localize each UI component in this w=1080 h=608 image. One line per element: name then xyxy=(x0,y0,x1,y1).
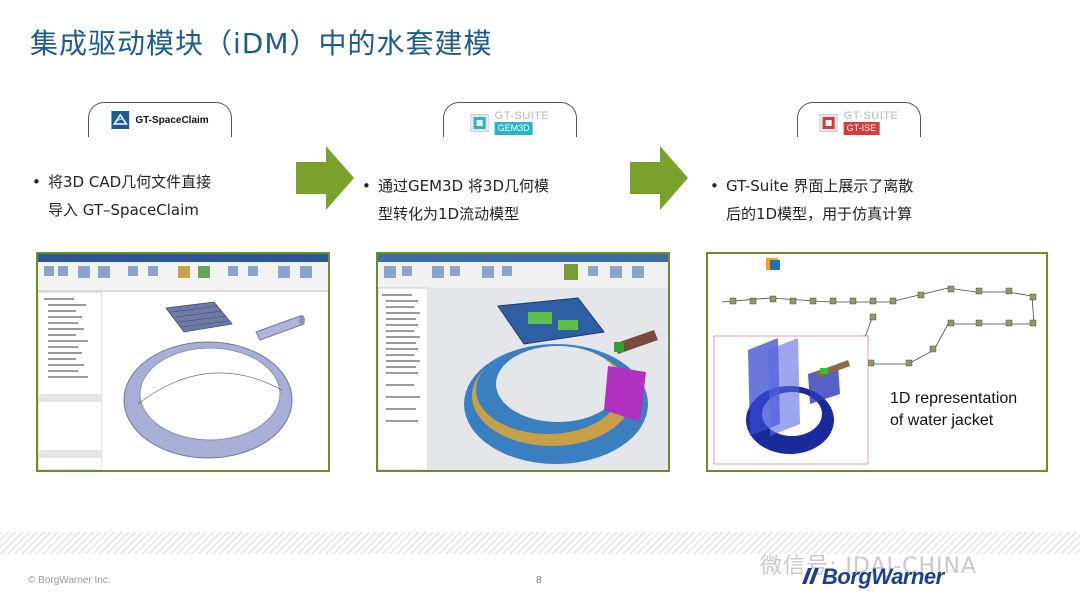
gt-ise-logo-icon xyxy=(819,114,838,132)
step1-line1: 将3D CAD几何文件直接 xyxy=(48,173,212,191)
arrow-right-icon xyxy=(630,146,688,210)
page-number: 8 xyxy=(536,575,542,586)
suite-name-gem3d: GT-SUITE xyxy=(494,110,550,122)
gem3d-badge: GEM3D xyxy=(494,122,533,135)
step1-line2: 导入 GT–SpaceClaim xyxy=(48,201,199,219)
borgwarner-logo-icon xyxy=(802,568,819,584)
footer-band xyxy=(0,532,1080,554)
step2-line2: 型转化为1D流动模型 xyxy=(378,205,520,223)
jacket-caption: 1D representation of water jacket xyxy=(890,388,1017,432)
tab-gt-ise: GT-SUITE GT-ISE xyxy=(797,102,921,137)
spaceclaim-screenshot xyxy=(36,252,330,472)
wechat-watermark: 微信号: IDAJ-CHINA xyxy=(760,554,978,579)
suite-name-ise: GT-SUITE xyxy=(843,110,899,122)
copyright-text: © BorgWarner Inc. xyxy=(28,575,111,586)
slide-title: 集成驱动模块（iDM）中的水套建模 xyxy=(30,27,493,60)
borgwarner-logo-text: BorgWarner xyxy=(822,564,944,589)
gem3d-logo-icon xyxy=(470,114,489,132)
tab-label-spaceclaim: GT-SpaceClaim xyxy=(135,114,209,126)
step2-bullet: • 通过GEM3D 将3D几何模 型转化为1D流动模型 xyxy=(362,172,549,228)
arrow-right-icon xyxy=(296,146,354,210)
gem3d-screenshot xyxy=(376,252,670,472)
step3-bullet: • GT-Suite 界面上展示了离散 后的1D模型，用于仿真计算 xyxy=(710,172,914,228)
tab-gem3d: GT-SUITE GEM3D xyxy=(443,102,577,137)
gt-ise-badge: GT-ISE xyxy=(843,122,880,135)
jacket-caption-line2: of water jacket xyxy=(890,412,994,429)
step2-line1: 通过GEM3D 将3D几何模 xyxy=(378,177,549,195)
gt-ise-screenshot: 1D representation of water jacket xyxy=(706,252,1048,472)
tab-gt-spaceclaim: GT-SpaceClaim xyxy=(88,102,232,137)
spaceclaim-logo-icon xyxy=(111,111,130,129)
step1-bullet: • 将3D CAD几何文件直接 导入 GT–SpaceClaim xyxy=(32,168,212,224)
step3-line2: 后的1D模型，用于仿真计算 xyxy=(726,205,913,223)
jacket-caption-line1: 1D representation xyxy=(890,390,1018,407)
step3-line1: GT-Suite 界面上展示了离散 xyxy=(726,177,914,195)
